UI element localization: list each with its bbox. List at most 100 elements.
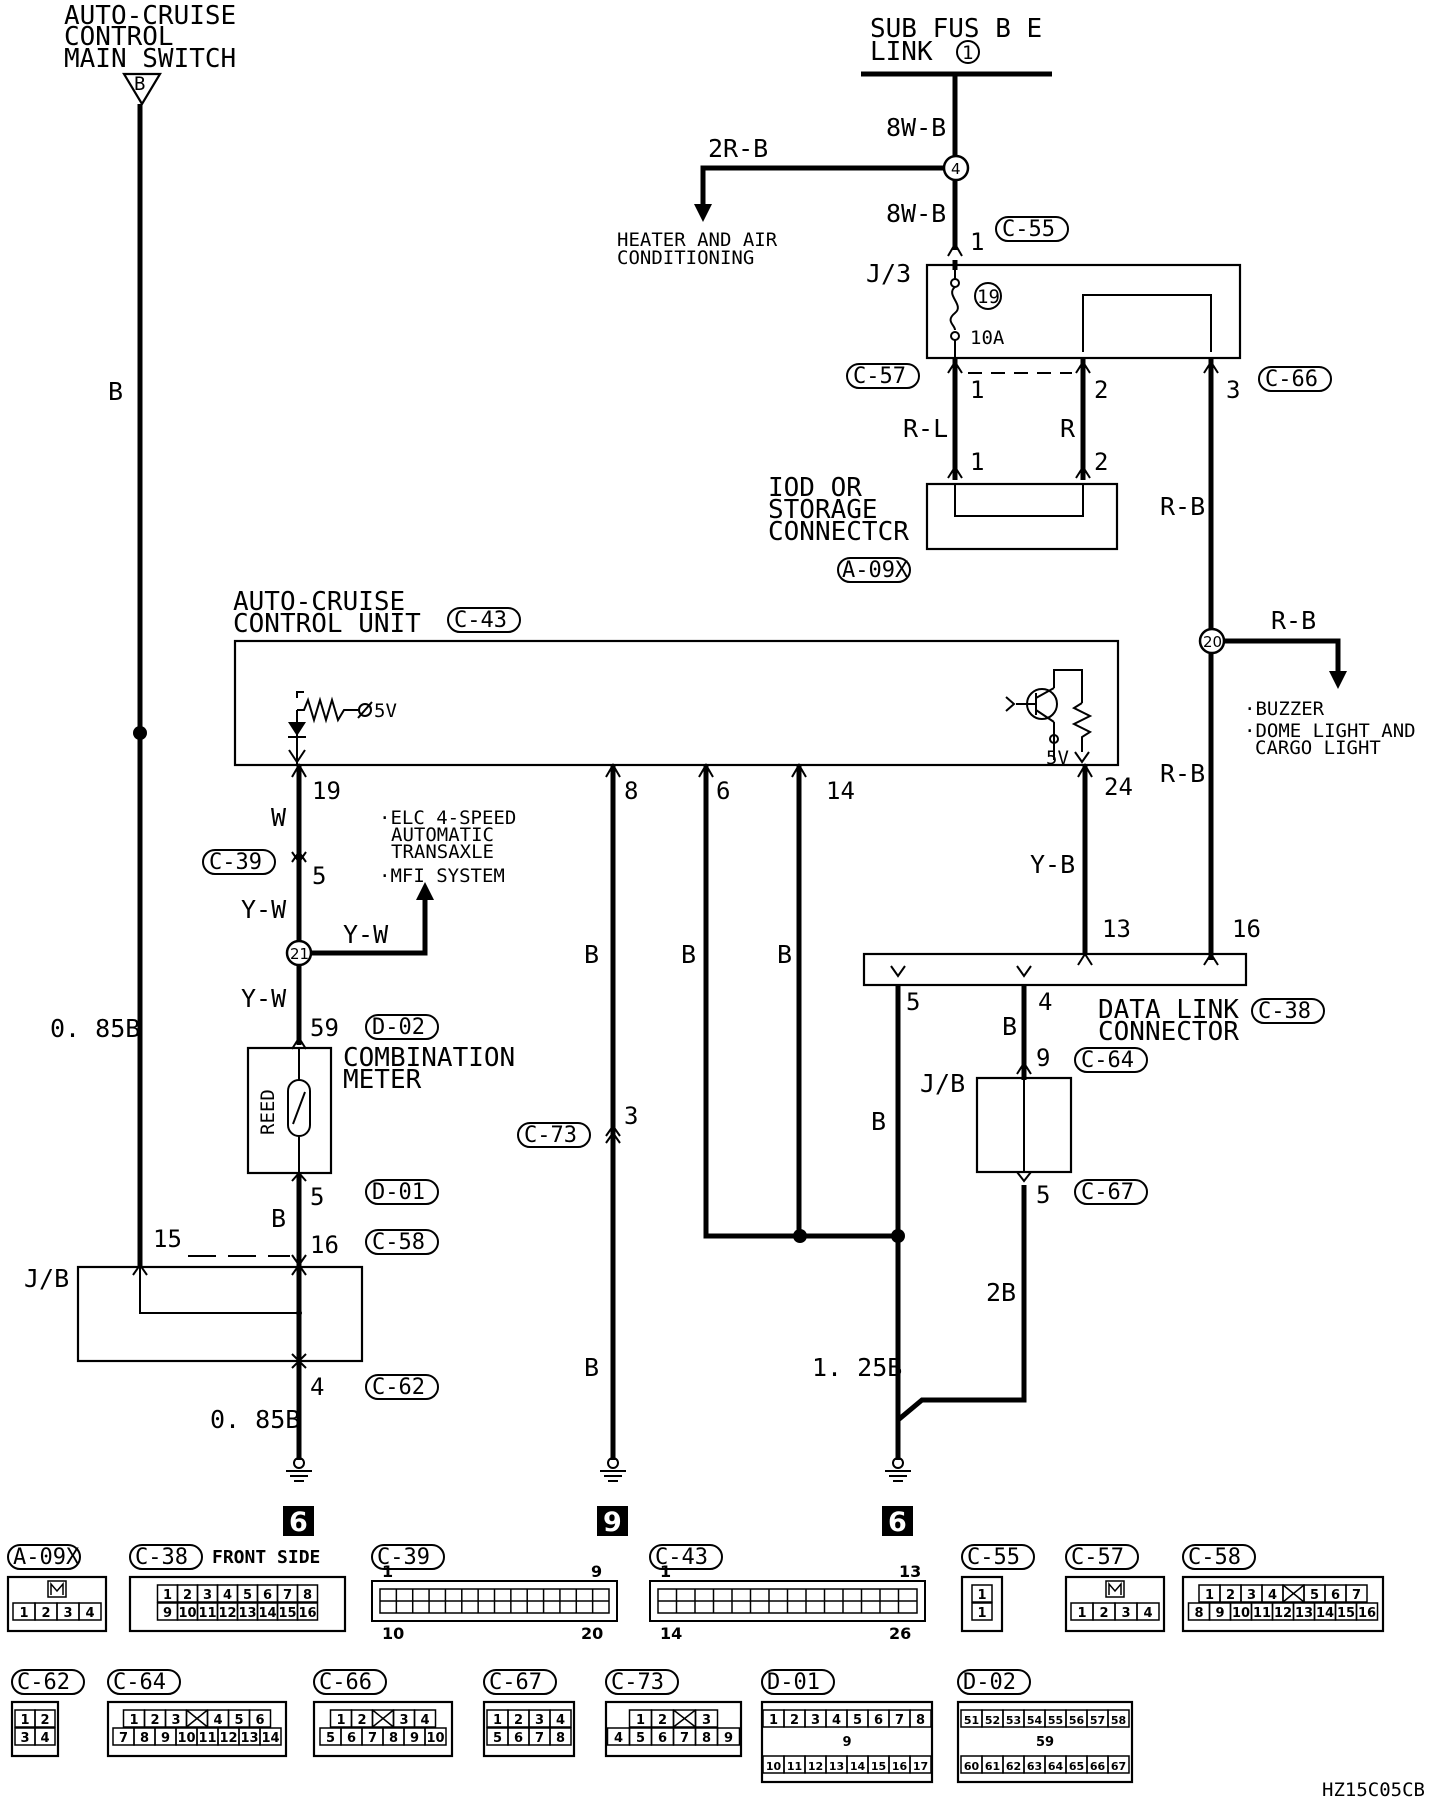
- wire-color-label: B: [681, 940, 696, 969]
- connector-pin-number: 15: [1337, 1606, 1355, 1621]
- connector-pin-number: 10: [426, 1731, 444, 1746]
- connector-pin-number: 5: [493, 1731, 502, 1746]
- connector-pin-number: 2: [183, 1588, 192, 1603]
- fuse-link-number-circle: [956, 40, 980, 64]
- pin-number: 2: [1094, 448, 1108, 476]
- svg-text:26: 26: [889, 1624, 911, 1643]
- heater-label: CONDITIONING: [617, 247, 754, 269]
- fuse-link-title-line: SUB FUS B E: [870, 14, 1042, 44]
- connector-pin-number: 6: [874, 1713, 883, 1728]
- connector-pin-number: 57: [1090, 1714, 1105, 1727]
- pin-number: 5: [906, 988, 920, 1016]
- connector-pin-number: 8: [556, 1731, 565, 1746]
- ground-point-number: 9: [603, 1507, 622, 1538]
- connector-arrow: [1016, 1061, 1032, 1075]
- ground-symbol-middle: [600, 1457, 626, 1482]
- svg-text:C-67: C-67: [489, 1670, 542, 1695]
- connector-pin-number: 10: [177, 1731, 195, 1746]
- connector-pin-number: 5: [636, 1731, 645, 1746]
- data-link-connector-box: [862, 952, 1248, 987]
- cruise-switch-title-line: CONTROL: [64, 22, 174, 52]
- connector-pin-number: 14: [261, 1731, 279, 1746]
- arrow-buzzer: [1329, 671, 1347, 689]
- connector-pin-number: 51: [964, 1714, 979, 1727]
- wire-color-label: Y-W: [241, 895, 287, 924]
- connector-tag-c64: C-64: [1074, 1047, 1148, 1073]
- svg-text:9: 9: [842, 1735, 851, 1750]
- control-unit-label: CONTROL UNIT: [233, 609, 421, 639]
- connector-pin-number: 3: [1247, 1588, 1256, 1603]
- switch-terminal-letter: B: [134, 73, 145, 95]
- connector-pin-number: 1: [336, 1713, 345, 1728]
- connector-pin-number: 1: [977, 1606, 986, 1621]
- heater-feed-wire: [700, 165, 944, 205]
- wire-color-label: R-B: [1271, 606, 1316, 635]
- connector-pin-number: 2: [1099, 1606, 1108, 1621]
- wire-color-label: W: [271, 803, 287, 832]
- connector-view-tag: C-73: [605, 1669, 679, 1695]
- svg-text:C-58: C-58: [1188, 1545, 1241, 1570]
- pin-number: 59: [310, 1014, 339, 1042]
- connector-pin-number: 60: [964, 1760, 980, 1773]
- connector-pin-number: 8: [140, 1731, 149, 1746]
- connector-pin-number: 2: [41, 1606, 50, 1621]
- connector-pin-number: 12: [218, 1606, 236, 1621]
- connector-arrow: [947, 360, 963, 374]
- pin-number: 16: [310, 1231, 339, 1259]
- wire-color-label: 1. 25B: [812, 1353, 902, 1382]
- connector-pin-number: 10: [178, 1606, 196, 1621]
- splice-number: 21: [290, 945, 309, 963]
- wire-color-label: Y-W: [241, 984, 287, 1013]
- svg-text:C-64: C-64: [113, 1670, 166, 1695]
- connector-arrow: [1203, 360, 1219, 374]
- connector-pin-number: 5: [234, 1713, 243, 1728]
- connector-pin-number: 2: [790, 1713, 799, 1728]
- connector-pin-number: 2: [40, 1713, 49, 1728]
- jb-label: J/B: [24, 1264, 69, 1293]
- wire-color-label: B: [584, 1353, 599, 1382]
- buzzer-label: ·DOME LIGHT AND: [1244, 720, 1416, 742]
- connector-pin-number: 1: [19, 1606, 28, 1621]
- combination-meter-box: [246, 1046, 333, 1175]
- svg-text:14: 14: [660, 1624, 682, 1643]
- connector-tag-a09x: A-09X: [837, 557, 911, 583]
- connector-arrow: [291, 1036, 307, 1050]
- connector-tag-c57: C-57: [846, 363, 920, 389]
- fuse-number-circle: [974, 282, 1002, 310]
- svg-text:A-09X: A-09X: [842, 558, 909, 583]
- connector-tag-c43: C-43: [447, 607, 521, 633]
- svg-text:D-01: D-01: [372, 1180, 425, 1205]
- connector-pin-number: 1: [163, 1588, 172, 1603]
- connector-view-tag: A-09X: [7, 1544, 81, 1570]
- connector-pin-number: 9: [724, 1731, 733, 1746]
- connector-pin-number: 14: [258, 1606, 276, 1621]
- heater-label: HEATER AND AIR: [617, 229, 778, 251]
- connector-pin-number: 3: [20, 1731, 29, 1746]
- pullup-resistor-5v-icon: 5V: [288, 691, 397, 765]
- wire-color-label: B: [271, 1204, 286, 1233]
- connector-arrow: [1203, 952, 1219, 966]
- junction-block-left: [76, 1265, 364, 1363]
- connector-pin-number: 1: [769, 1713, 778, 1728]
- connector-pin-number: 16: [892, 1760, 908, 1773]
- pin-number: 4: [1038, 988, 1052, 1016]
- wire-color-label: B: [584, 940, 599, 969]
- connector-pin-number: 4: [1268, 1588, 1277, 1603]
- wire-color-label: 2R-B: [708, 134, 768, 163]
- connector-pin-number: 15: [278, 1606, 296, 1621]
- svg-text:C-57: C-57: [1071, 1545, 1124, 1570]
- connector-pin-number: 6: [255, 1713, 264, 1728]
- pin-number: 13: [1102, 915, 1131, 943]
- connector-pin-number: 11: [198, 1606, 216, 1621]
- arrow-transaxle: [416, 882, 434, 900]
- connector-pin-number: 7: [680, 1731, 689, 1746]
- connector-view-tag: C-66: [313, 1669, 387, 1695]
- connector-pin-number: 2: [357, 1713, 366, 1728]
- pin-number: 4: [310, 1373, 324, 1401]
- connector-pin-number: 4: [614, 1731, 623, 1746]
- ground-symbol-right: [885, 1457, 911, 1482]
- fuse-number: 19: [977, 286, 1000, 308]
- splice-number: 4: [951, 160, 961, 178]
- connector-pin-number: 16: [1358, 1606, 1376, 1621]
